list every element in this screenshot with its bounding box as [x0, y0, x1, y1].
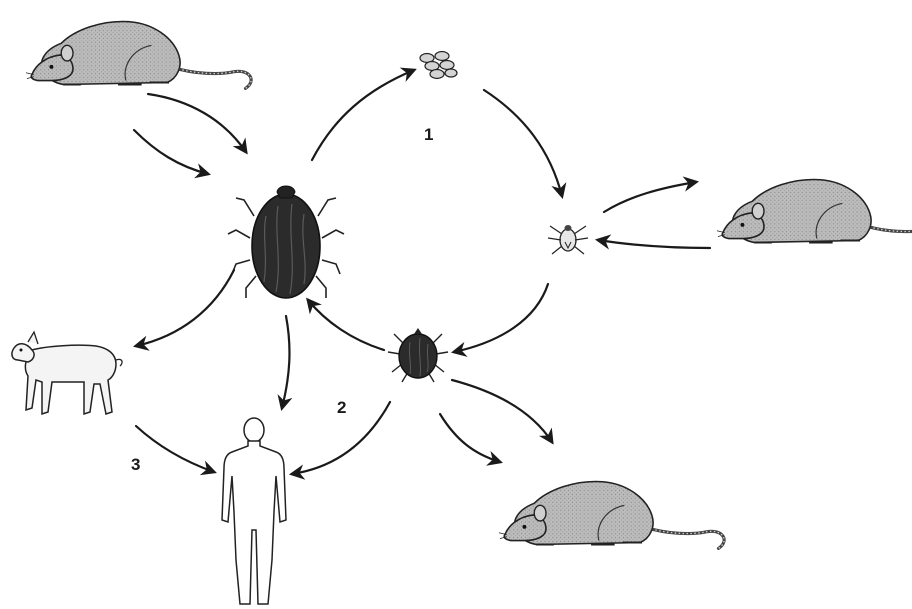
rat-top-left-icon: [26, 22, 251, 89]
human-silhouette-icon: [222, 418, 286, 604]
arrow-lamb-to-human: [136, 426, 214, 472]
rat-bottom-right-icon: [499, 482, 724, 549]
lamb-icon: [12, 332, 122, 414]
arrow-adult-to-eggs: [312, 70, 414, 160]
arrow-rat-to-adult-1: [148, 94, 246, 152]
stage-label-1: 1: [424, 125, 433, 144]
arrow-adult-to-human: [282, 316, 289, 408]
engorged-tick-icon: [228, 186, 344, 298]
arrow-nymph-to-rat: [452, 380, 552, 442]
arrow-rat-to-adult-2: [134, 130, 208, 174]
tick-nymph-icon: [388, 328, 448, 382]
tick-eggs-icon: [420, 52, 457, 79]
arrow-larva-to-rat: [604, 182, 696, 212]
arrow-adult-to-lamb: [136, 270, 234, 346]
arrow-larva-to-nymph: [454, 284, 548, 352]
stage-label-3: 3: [131, 455, 140, 474]
arrow-rat-to-larva: [598, 240, 710, 248]
arrow-eggs-to-larva: [484, 90, 562, 196]
tick-larva-icon: [548, 225, 588, 254]
arrow-nymph-to-adult: [308, 300, 384, 350]
arrow-nymph-to-rat-2: [440, 414, 500, 462]
rat-right-icon: [717, 180, 912, 247]
life-cycle-arrows: [134, 70, 710, 474]
stage-label-2: 2: [337, 398, 346, 417]
